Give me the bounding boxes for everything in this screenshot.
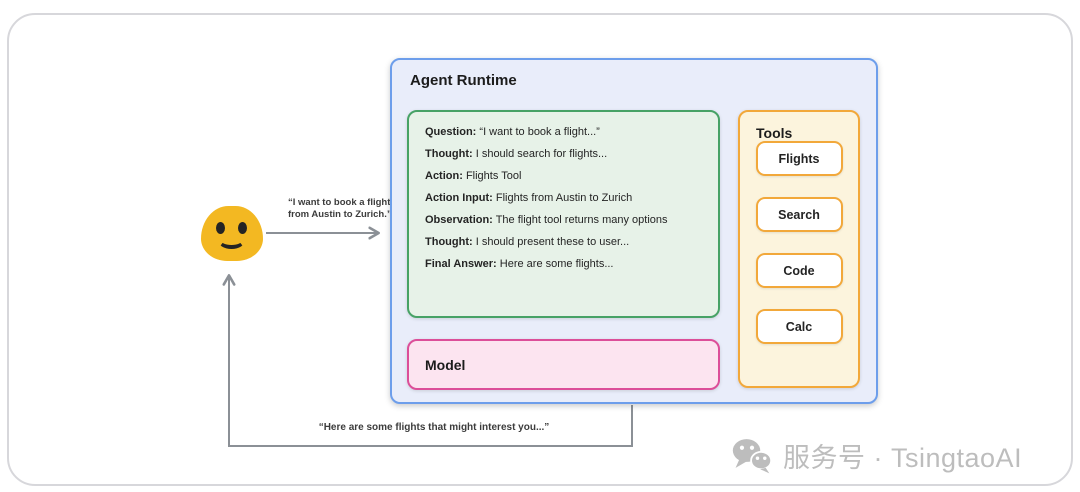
trace-text: The flight tool returns many options [492,214,668,226]
emoji-smile [218,232,245,249]
trace-text: “I want to book a flight...” [476,126,600,138]
trace-label: Question: [425,126,477,138]
tool-calc-button: Calc [755,309,843,344]
model-label: Model [425,356,466,373]
trace-text: I should search for flights... [472,148,608,160]
trace-label: Observation: [425,214,493,226]
trace-text: Flights Tool [462,170,522,182]
tools-title: Tools [756,125,793,141]
wechat-icon [732,438,773,473]
watermark-text: 服务号 · TsingtaoAI [783,443,1023,473]
trace-label: Final Answer: [425,258,497,270]
user-blob-emoji-icon [201,206,263,261]
agent-runtime-title: Agent Runtime [410,72,517,89]
emoji-left-eye [216,222,225,234]
trace-line-action: Action: Flights Tool [425,165,708,187]
watermark: 服务号 · TsingtaoAI [731,436,1022,475]
trace-text: Here are some flights... [496,258,614,270]
agent-runtime-panel: Agent Runtime Question: “I want to book … [390,58,878,404]
user-request-text: “I want to book a flight from Austin to … [288,197,392,220]
emoji-right-eye [238,222,247,234]
scratchpad-panel: Question: “I want to book a flight...” T… [407,110,720,318]
trace-label: Thought: [425,236,473,248]
trace-label: Thought: [425,148,473,160]
trace-line-thought-2: Thought: I should present these to user.… [425,231,708,253]
trace-line-question: Question: “I want to book a flight...” [425,121,708,143]
trace-line-action-input: Action Input: Flights from Austin to Zur… [425,187,708,209]
model-panel: Model [407,339,720,390]
trace-line-observation: Observation: The flight tool returns man… [425,209,708,231]
tool-code-button: Code [755,253,843,288]
tool-flights-button: Flights [755,141,843,176]
trace-line-final-answer: Final Answer: Here are some flights... [425,253,708,275]
trace-label: Action Input: [425,192,493,204]
trace-text: Flights from Austin to Zurich [492,192,633,204]
tools-panel: Tools Flights Search Code Calc [738,110,860,388]
trace-line-thought-1: Thought: I should search for flights... [425,143,708,165]
tool-search-button: Search [755,197,843,232]
trace-text: I should present these to user... [472,236,630,248]
agent-response-text: “Here are some flights that might intere… [318,422,550,433]
trace-label: Action: [425,170,463,182]
